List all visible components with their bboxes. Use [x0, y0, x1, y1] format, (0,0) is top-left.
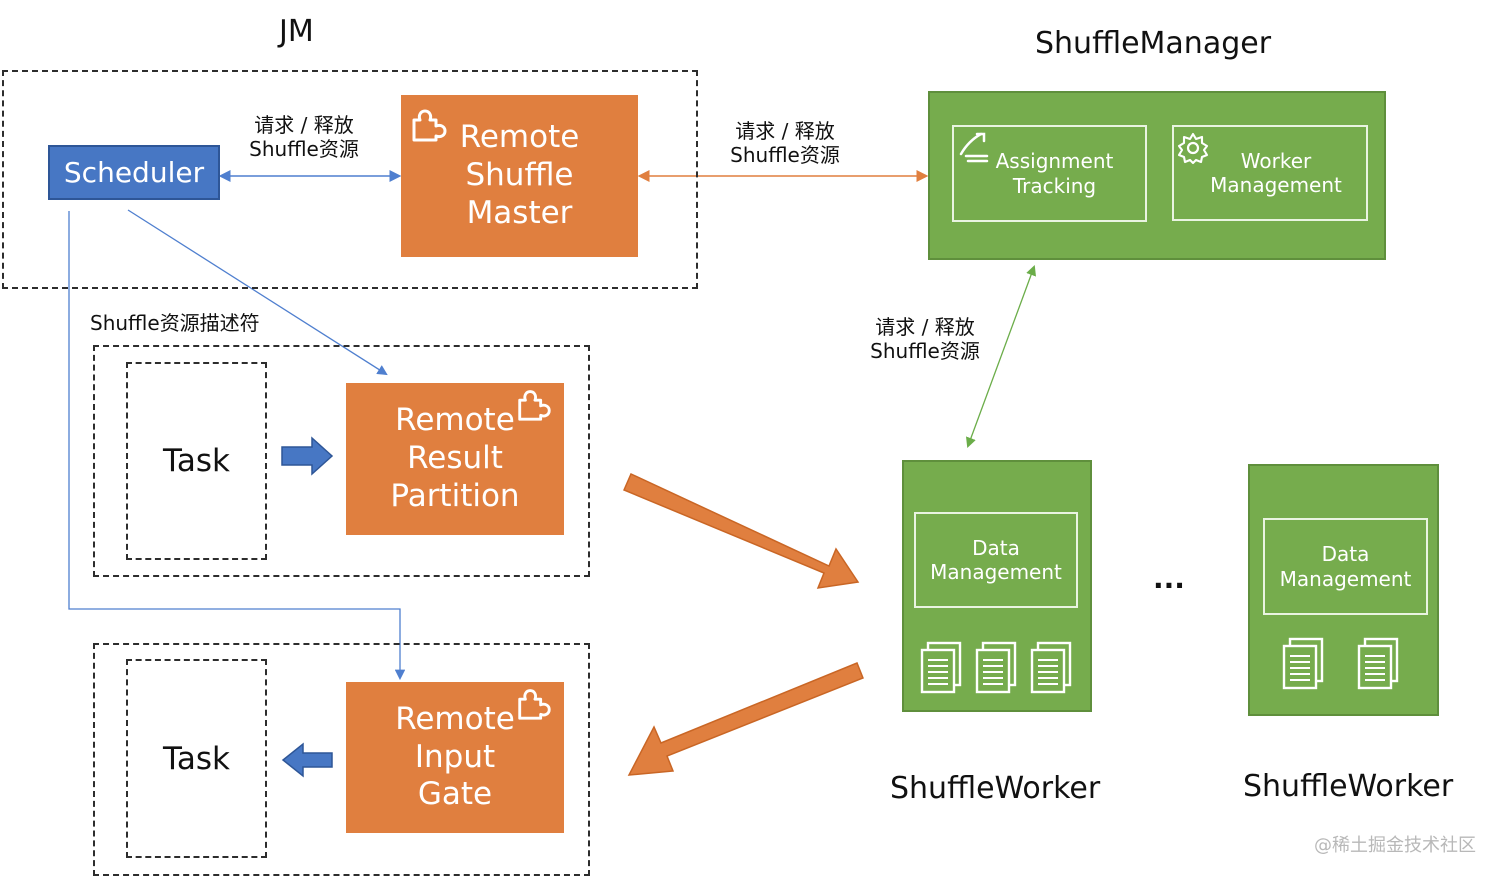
descriptor-edge-label: Shuffle资源描述符 [90, 311, 260, 335]
worker-management-node[interactable]: Worker Management [1172, 125, 1368, 221]
worker-to-input-gate-arrow [627, 662, 864, 776]
task-input-inner-boundary [126, 659, 267, 858]
puzzle-icon [518, 390, 551, 421]
document-icon [1282, 637, 1324, 690]
jm-label: JM [279, 14, 314, 49]
document-icon [1030, 641, 1072, 694]
result-to-worker-arrow [623, 472, 860, 589]
input-gate-to-task-arrow [281, 742, 333, 778]
puzzle-icon [412, 109, 447, 142]
document-icon [920, 641, 962, 694]
scheduler-node[interactable]: Scheduler [48, 145, 220, 200]
data-management-node-2[interactable]: Data Management [1263, 518, 1428, 615]
worker-ellipsis: ... [1153, 562, 1185, 595]
data-management-label-1: Data Management [930, 535, 1062, 584]
task-to-result-arrow [281, 436, 334, 476]
shuffle-manager-node[interactable]: Assignment Tracking Worker Management [928, 91, 1386, 260]
remote-input-gate-node[interactable]: Remote Input Gate [346, 682, 564, 833]
task-result-boundary [93, 345, 590, 577]
shuffle-worker-node-2[interactable]: Data Management [1248, 464, 1439, 716]
watermark-label: @稀土掘金技术社区 [1314, 835, 1476, 856]
puzzle-icon [518, 689, 551, 720]
gear-icon [1177, 132, 1209, 165]
remote-result-partition-label: Remote Result Partition [390, 402, 520, 514]
assignment-tracking-node[interactable]: Assignment Tracking [952, 125, 1147, 222]
remote-shuffle-master-label: Remote Shuffle Master [459, 119, 580, 231]
assignment-tracking-label: Assignment Tracking [995, 149, 1114, 198]
manager-worker-edge-label: 请求 / 释放 Shuffle资源 [870, 315, 980, 364]
data-management-label-2: Data Management [1279, 542, 1412, 591]
remote-input-gate-label: Remote Input Gate [395, 700, 515, 813]
worker-management-label: Worker Management [1210, 148, 1342, 197]
shuffle-worker-label-1: ShuffleWorker [890, 771, 1101, 806]
remote-shuffle-master-node[interactable]: Remote Shuffle Master [401, 95, 638, 257]
data-management-node-1[interactable]: Data Management [914, 512, 1078, 608]
master-manager-edge-label: 请求 / 释放 Shuffle资源 [730, 119, 840, 168]
task-node-2[interactable]: Task [128, 661, 265, 856]
shuffle-manager-label: ShuffleManager [1035, 26, 1272, 61]
task-node-1[interactable]: Task [128, 364, 265, 558]
manager-worker-edge [965, 265, 1037, 448]
jm-boundary [2, 70, 698, 289]
document-icon [975, 641, 1017, 694]
scheduler-label: Scheduler [63, 155, 205, 189]
document-icon [1357, 637, 1399, 690]
task-node-2-label: Task [163, 740, 230, 777]
task-input-boundary [93, 643, 590, 876]
remote-result-partition-node[interactable]: Remote Result Partition [346, 383, 564, 535]
scheduler-master-edge-label: 请求 / 释放 Shuffle资源 [249, 113, 359, 162]
shuffle-worker-node-1[interactable]: Data Management [902, 460, 1092, 712]
task-node-1-label: Task [163, 443, 230, 479]
shuffle-worker-label-2: ShuffleWorker [1243, 769, 1454, 804]
edit-lines-icon [959, 132, 989, 163]
task-result-inner-boundary [126, 362, 267, 560]
